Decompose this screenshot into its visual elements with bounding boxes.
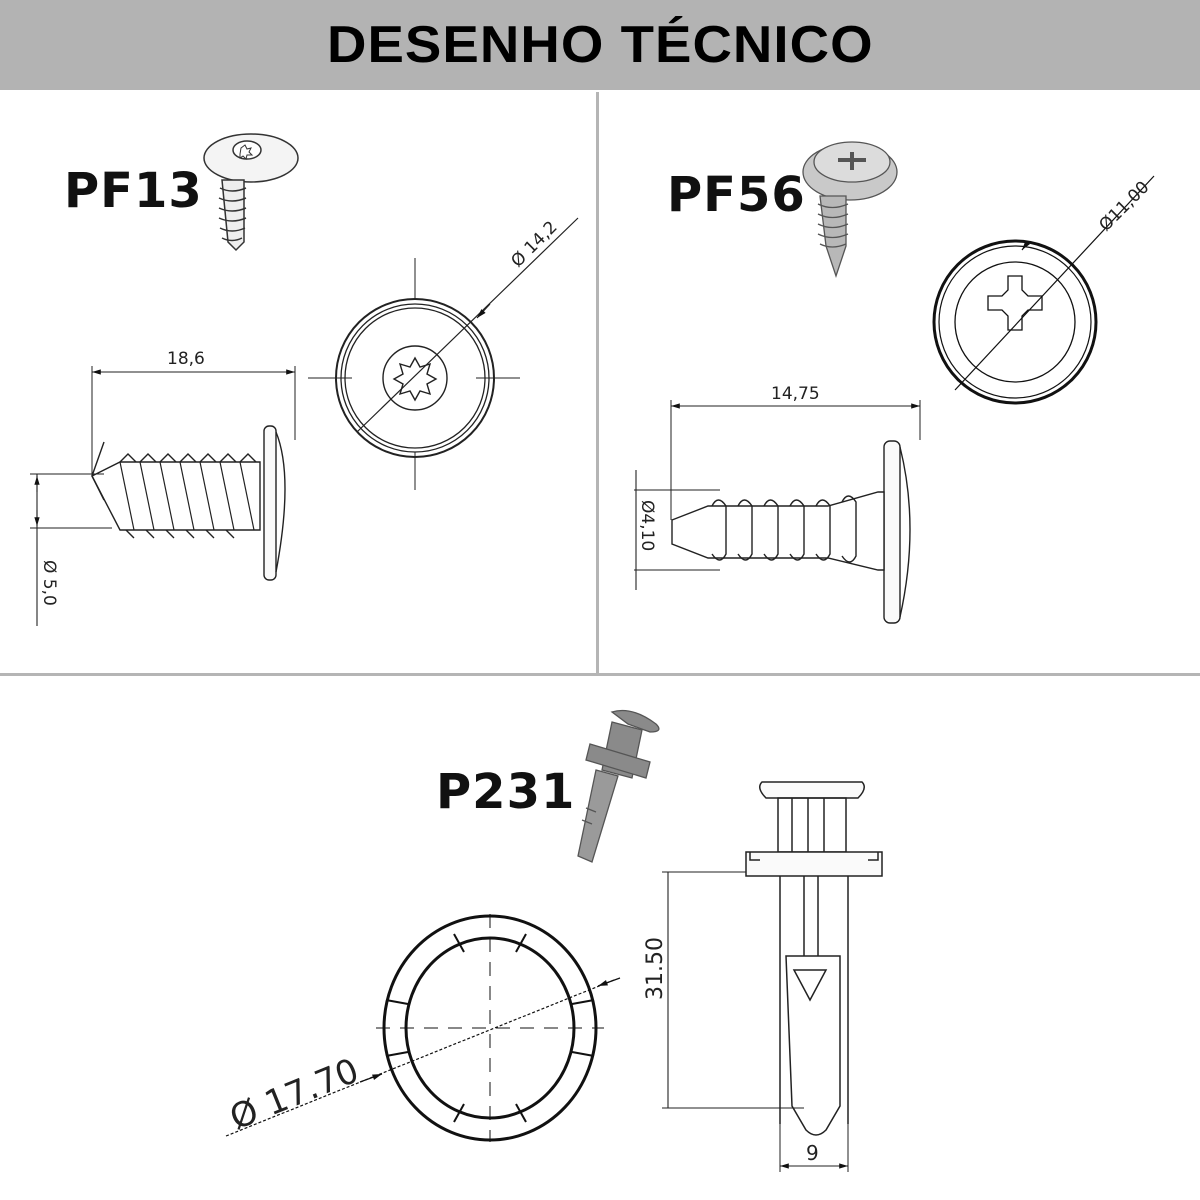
vertical-divider <box>596 92 599 675</box>
p231-length: 31.50 <box>643 937 668 1000</box>
page-header: DESENHO TÉCNICO <box>0 0 1200 90</box>
p231-width: 9 <box>806 1141 819 1165</box>
horizontal-divider <box>0 673 1200 676</box>
p231-label: P231 <box>436 764 576 820</box>
p231-head-diameter: Ø 17.70 <box>224 1051 364 1139</box>
pf56-label: PF56 <box>667 167 806 223</box>
pf56-head-diameter: Ø11,00 <box>1095 178 1153 236</box>
pf13-side-view <box>30 366 296 626</box>
page-title: DESENHO TÉCNICO <box>326 16 874 74</box>
pf13-3d-icon <box>203 133 299 252</box>
pf56-3d-icon <box>802 141 898 279</box>
pf56-thread-diameter: Ø4,10 <box>637 500 657 551</box>
pf56-side-view <box>634 400 921 624</box>
p231-side-view <box>662 781 883 1172</box>
pf13-thread-diameter: Ø 5,0 <box>39 560 59 606</box>
pf13-length: 18,6 <box>167 349 205 369</box>
pf13-head-diameter: Ø 14,2 <box>507 217 561 271</box>
p231-top-view <box>225 914 621 1142</box>
pf56-top-view <box>932 175 1155 405</box>
p231-3d-icon <box>577 709 660 863</box>
pf13-label: PF13 <box>64 163 203 219</box>
pf13-top-view <box>308 217 579 490</box>
pf56-length: 14,75 <box>771 384 820 404</box>
